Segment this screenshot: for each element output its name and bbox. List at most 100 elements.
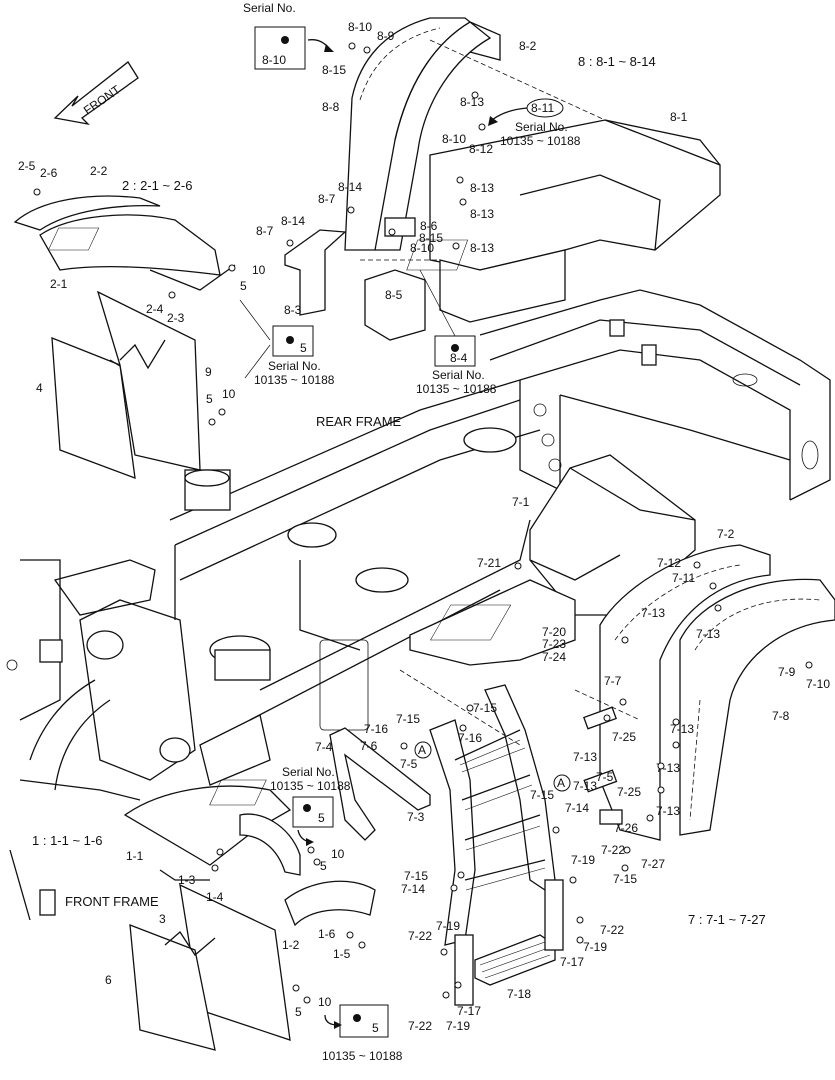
part-number-label: 8-7 [318,192,336,206]
bolt-mark [603,714,611,722]
bolt-mark [452,242,460,250]
part-number-label: 7-10 [806,677,830,691]
bolt-mark [623,846,631,854]
part-number-label: 7-16 [364,722,388,736]
bolt-mark [514,562,522,570]
step-grate-2 [47,227,100,251]
bolt-mark [621,636,629,644]
part-number-label: 7-5 [400,757,418,771]
part-number-label: 7-22 [408,1019,432,1033]
part-number-label: 7-8 [772,709,790,723]
serial-8-4-range: 10135 ~ 10188 [416,382,497,396]
part-number-label: 7-22 [408,929,432,943]
bolt-mark [714,604,722,612]
part-number-label: 7-20 [542,625,566,639]
bolt-mark [168,291,176,299]
part-number-label: 7-19 [446,1019,470,1033]
part-number-label: 7-16 [458,731,482,745]
group-8-range: 8 : 8-1 ~ 8-14 [578,54,656,69]
main-frame [6,289,831,921]
part-number-label: 5 [295,1005,302,1019]
part-number-label: 7-26 [614,821,638,835]
part-number-label: 10 [252,263,266,277]
bolt-mark [646,814,654,822]
bolt-mark [363,46,371,54]
part-number-label: 7-18 [507,987,531,1001]
part-number-label: 1-2 [282,938,300,952]
part-number-label: 2-1 [50,277,68,291]
part-number-label: 8-13 [460,95,484,109]
step-grate-7 [430,604,512,641]
bolt-mark [358,941,366,949]
part-number-label: 8-7 [256,224,274,238]
part-number-label: 8-15 [322,63,346,77]
box-8-4-label: 8-4 [450,351,468,365]
part-number-label: 8-10 [410,241,434,255]
bolt-mark [672,741,680,749]
serial-callout-5-upper: 5 Serial No. 10135 ~ 10188 [239,299,335,387]
serial-8-11-range: 10135 ~ 10188 [500,134,581,148]
bolt-mark [228,264,236,272]
bolt-mark [471,91,479,99]
serial-5-upper-no: Serial No. [268,359,321,373]
serial-callout-8-11: 8-11 Serial No. 10135 ~ 10188 [488,98,581,148]
serial-5-upper-range: 10135 ~ 10188 [254,373,335,387]
part-number-label: 7-15 [530,788,554,802]
group-7-range: 7 : 7-1 ~ 7-27 [688,912,766,927]
bolt-mark [709,582,717,590]
part-number-label: 7-14 [565,801,589,815]
part-number-label: 7-13 [573,750,597,764]
part-number-label: 10 [318,995,332,1009]
bolt-mark [621,864,629,872]
part-number-label: 5 [240,279,247,293]
box-8-10-label: 8-10 [262,53,286,67]
part-number-label: 8-1 [670,110,688,124]
part-number-label: 7-22 [601,843,625,857]
step-grate-1 [209,779,267,806]
part-number-label: 7-3 [407,810,425,824]
bolt-mark [216,848,224,856]
serial-callout-8-10: Serial No. 8-10 [243,1,334,70]
serial-bottom-range: 10135 ~ 10188 [322,1049,403,1063]
assembly-2 [13,195,236,479]
part-number-label: 5 [206,392,213,406]
part-number-label: 7-13 [696,627,720,641]
bolt-mark [457,871,465,879]
part-number-label: 8-14 [281,214,305,228]
bolt-mark [576,916,584,924]
part-number-label: 8-13 [470,241,494,255]
bolt-mark [657,762,665,770]
part-number-label: 8-12 [469,142,493,156]
serial-8-11-no: Serial No. [515,120,568,134]
ref-marker-a2: A [553,774,571,792]
part-number-label: 7-6 [360,739,378,753]
part-number-label: 1-3 [178,873,196,887]
part-number-label: 9 [205,365,212,379]
box-5-upper-label: 5 [300,341,307,355]
part-number-label: 7-2 [717,527,735,541]
part-number-label: 7-19 [583,940,607,954]
part-number-label: 10 [222,387,236,401]
bolt-mark [286,239,294,247]
part-number-label: 2-3 [167,311,185,325]
part-number-label: 8-6 [420,219,438,233]
part-number-label: 2-5 [18,159,36,173]
part-number-label: 8-14 [338,180,362,194]
part-number-label: 2-4 [146,302,164,316]
part-number-label: 10 [331,847,345,861]
bolt-mark [459,198,467,206]
bolt-mark [478,123,486,131]
serial-front-no: Serial No. [282,765,335,779]
bolt-mark [346,931,354,939]
bolt-mark [347,206,355,214]
part-number-label: 7-11 [672,571,695,585]
bolt-mark [693,561,701,569]
ref-marker-a1: A [414,741,432,759]
bolt-mark [292,984,300,992]
bolt-mark [450,884,458,892]
assembly-1 [123,779,376,1051]
bolt-mark [442,991,450,999]
bolt-mark [657,786,665,794]
